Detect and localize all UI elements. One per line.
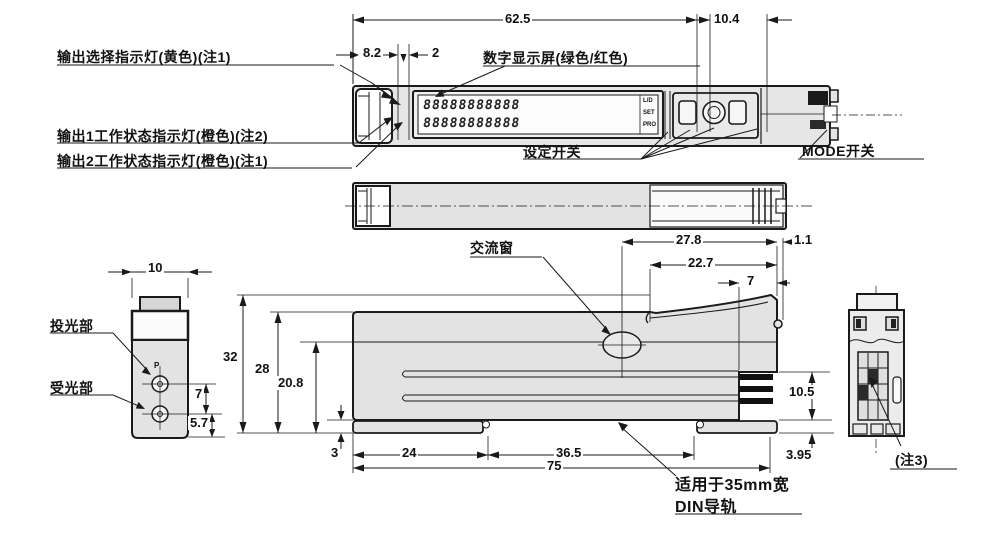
dim-head-width: 10 — [146, 260, 165, 275]
dim-led-offset: 8.2 — [361, 45, 384, 60]
dim-total-width: 62.5 — [503, 11, 533, 26]
label-p-mark: P — [154, 361, 160, 370]
dim-height-total: 32 — [221, 349, 240, 364]
label-output-select-led: 输出选择指示灯(黄色)(注1) — [57, 49, 231, 65]
label-output2-led: 输出2工作状态指示灯(橙色)(注1) — [57, 153, 269, 169]
display-legend-ld: L/D — [643, 98, 653, 104]
dim-terminal-height: 10.5 — [787, 384, 817, 399]
dim-lock-width: 10.4 — [712, 11, 742, 26]
dim-foot-height: 3 — [329, 445, 341, 460]
display-digits-row1: 88888888888 — [421, 98, 522, 113]
dim-height-body2: 28 — [253, 361, 272, 376]
label-ac-window: 交流窗 — [470, 240, 514, 256]
dim-led-pitch: 2 — [430, 45, 442, 60]
label-digital-display: 数字显示屏(绿色/红色) — [483, 50, 629, 66]
dim-lever-width: 22.7 — [686, 255, 716, 270]
dim-edge-step: 1.1 — [792, 232, 815, 247]
dim-foot-gap: 36.5 — [554, 445, 584, 460]
label-mode-switch: MODE开关 — [802, 143, 875, 159]
dim-height-groove: 20.8 — [276, 375, 306, 390]
display-digits-row2: 88888888888 — [421, 116, 522, 131]
geometry-root — [50, 14, 957, 515]
main-view-dimensions — [237, 238, 834, 515]
dim-foot-left: 24 — [400, 445, 419, 460]
dim-port-pitch: 7 — [193, 386, 205, 401]
label-din-note-2: DIN导轨 — [675, 499, 738, 516]
left-end-view — [50, 268, 225, 439]
front-panel-leaders — [57, 64, 924, 169]
label-output1-led: 输出1工作状态指示灯(橙色)(注2) — [57, 128, 269, 144]
dim-step-width: 7 — [745, 273, 757, 288]
label-receiver: 受光部 — [50, 380, 94, 396]
dim-rail-depth: 3.95 — [784, 447, 814, 462]
dim-port-bottom: 5.7 — [188, 415, 211, 430]
dim-win-to-edge: 27.8 — [674, 232, 704, 247]
label-emitter: 投光部 — [50, 318, 94, 334]
dim-body-length: 75 — [545, 458, 564, 473]
label-din-note-1: 适用于35mm宽 — [675, 477, 790, 494]
right-end-view — [848, 286, 957, 470]
label-note3: (注3) — [895, 452, 929, 468]
front-panel-view — [352, 85, 902, 147]
display-legend-pro: PRO — [643, 122, 657, 128]
label-setting-switch: 设定开关 — [523, 144, 581, 160]
side-view — [345, 182, 812, 230]
display-legend-set: SET — [643, 110, 655, 116]
main-side-view — [352, 293, 783, 434]
